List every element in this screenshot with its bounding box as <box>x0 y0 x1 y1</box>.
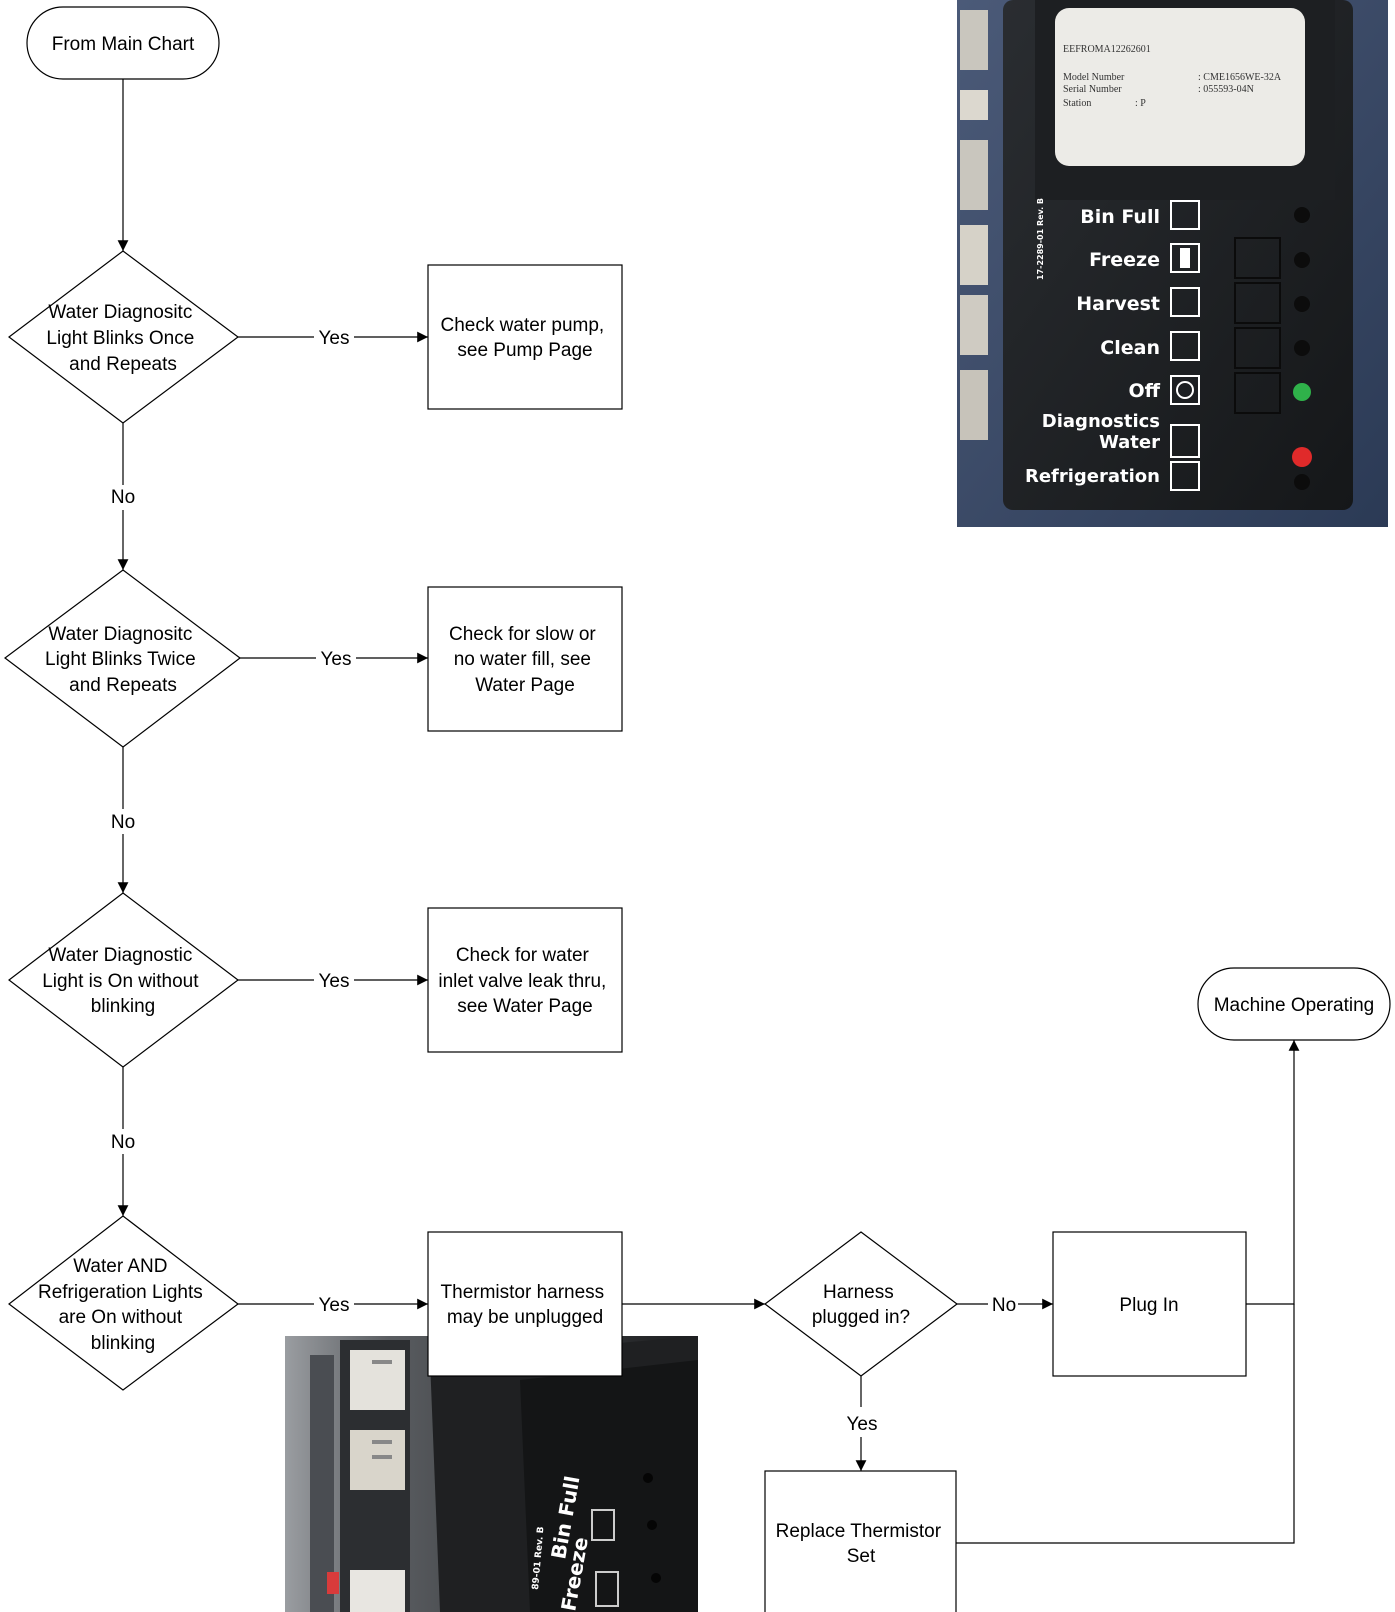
start-line: From Main Chart <box>52 34 195 55</box>
decision-blinks-once-text: Water Diagnositc Light Blinks Once and R… <box>46 302 199 375</box>
led-bin-full <box>1294 207 1310 223</box>
edge-label-yes-4: Yes <box>319 1295 350 1316</box>
led-off-green <box>1293 383 1311 401</box>
led-harvest <box>1294 296 1310 312</box>
decision-line: Water Diagnositc <box>48 624 192 645</box>
start-text: From Main Chart <box>52 34 195 55</box>
end-terminator: Machine Operating <box>1197 967 1391 1041</box>
edge-label-no-harness: No <box>992 1295 1016 1316</box>
decision-line: and Repeats <box>69 354 177 375</box>
decision-line: Water Diagnostic <box>48 945 192 966</box>
edge-label-no-2: No <box>111 812 135 833</box>
decision-line: Water AND <box>73 1256 167 1277</box>
indicator-icons <box>1170 200 1200 491</box>
decision-harness-plugged-in: Harness plugged in? <box>764 1231 958 1377</box>
process-line: may be unplugged <box>447 1307 603 1328</box>
panel-closeup-photo: Bin Full Freeze 89-01 Rev. B <box>285 1336 698 1612</box>
process-check-pump: Check water pump, see Pump Page <box>427 264 623 410</box>
process-line: no water fill, see <box>454 649 591 670</box>
decision-line: Harness <box>823 1282 894 1303</box>
label-line-station: Station <box>1063 98 1091 109</box>
indicator-off: Off <box>1128 380 1160 402</box>
indicator-water: Water <box>1099 432 1160 453</box>
indicator-diagnostics: Diagnostics <box>1042 411 1160 432</box>
process-line: Thermistor harness <box>441 1282 605 1303</box>
decision-blinks-twice: Water Diagnositc Light Blinks Twice and … <box>3 569 241 748</box>
edge-label-yes-3: Yes <box>319 971 350 992</box>
process-plug-in-text: Plug In <box>1119 1295 1178 1316</box>
label-value-serial: : 055593-04N <box>1198 84 1254 95</box>
label-value-station: : P <box>1135 98 1146 109</box>
decision-line: blinking <box>91 996 155 1017</box>
led-clean <box>1294 340 1310 356</box>
indicator-freeze: Freeze <box>1089 249 1160 271</box>
process-replace-thermistor: Replace Thermistor Set <box>764 1470 957 1612</box>
edge-label-yes-2: Yes <box>321 649 352 670</box>
decision-blinks-once: Water Diagnositc Light Blinks Once and R… <box>8 250 240 424</box>
process-line: see Pump Page <box>457 340 592 361</box>
label-line-model: Model Number <box>1063 72 1125 83</box>
decision-line: Refrigeration Lights <box>38 1282 203 1303</box>
control-panel-photo: EEFROMA12262601 Model Number Serial Numb… <box>957 0 1388 527</box>
process-line: Water Page <box>475 675 575 696</box>
indicator-harvest: Harvest <box>1076 293 1160 315</box>
process-line: see Water Page <box>457 996 593 1017</box>
end-line: Machine Operating <box>1214 995 1375 1016</box>
process-line: Set <box>847 1546 876 1567</box>
process-replace-thermistor-text: Replace Thermistor Set <box>776 1521 947 1567</box>
edge-label-yes-harness: Yes <box>847 1414 878 1435</box>
process-thermistor-harness-text: Thermistor harness may be unplugged <box>441 1282 610 1328</box>
label-value-model: : CME1656WE-32A <box>1198 72 1282 83</box>
edge-label-yes-1: Yes <box>319 328 350 349</box>
decision-water-and-refrigeration-text: Water AND Refrigeration Lights are On wi… <box>38 1256 208 1354</box>
process-line: inlet valve leak thru, <box>438 971 606 992</box>
decision-line: Light is On without <box>42 971 199 992</box>
indicator-refrigeration: Refrigeration <box>1025 466 1160 487</box>
flow-edges <box>117 79 1300 1544</box>
decision-line: plugged in? <box>812 1307 910 1328</box>
led-water-red <box>1292 447 1312 467</box>
start-terminator: From Main Chart <box>26 6 220 80</box>
process-line: Plug In <box>1119 1295 1178 1316</box>
process-line: Check water pump, <box>441 315 605 336</box>
process-check-inlet-valve: Check for water inlet valve leak thru, s… <box>427 907 623 1053</box>
panel-part-number: 17-2289-01 Rev. B <box>1036 198 1045 280</box>
process-line: Replace Thermistor <box>776 1521 942 1542</box>
process-check-inlet-valve-text: Check for water inlet valve leak thru, s… <box>438 945 611 1017</box>
panel-buttons <box>1234 237 1281 414</box>
led-refrigeration <box>1294 474 1310 490</box>
decision-line: blinking <box>91 1333 155 1354</box>
decision-line: Light Blinks Twice <box>45 649 196 670</box>
decision-line: Light Blinks Once <box>46 328 194 349</box>
decision-light-on: Water Diagnostic Light is On without bli… <box>8 892 239 1068</box>
process-plug-in: Plug In <box>1052 1231 1247 1377</box>
edge-label-no-3: No <box>111 1132 135 1153</box>
decision-water-and-refrigeration: Water AND Refrigeration Lights are On wi… <box>8 1215 239 1391</box>
process-line: Check for slow or <box>449 624 596 645</box>
decision-blinks-twice-text: Water Diagnositc Light Blinks Twice and … <box>45 624 201 696</box>
decision-line: Water Diagnositc <box>48 302 192 323</box>
label-line-serial-code: EEFROMA12262601 <box>1063 44 1151 55</box>
decision-harness-plugged-in-text: Harness plugged in? <box>812 1282 910 1328</box>
led-freeze <box>1294 252 1310 268</box>
process-check-water-fill-text: Check for slow or no water fill, see Wat… <box>449 624 601 696</box>
decision-line: and Repeats <box>69 675 177 696</box>
process-thermistor-harness: Thermistor harness may be unplugged <box>427 1231 623 1377</box>
label-line-serial: Serial Number <box>1063 84 1122 95</box>
process-check-water-fill: Check for slow or no water fill, see Wat… <box>427 586 623 732</box>
decision-light-on-text: Water Diagnostic Light is On without bli… <box>42 945 204 1017</box>
edge-label-no-1: No <box>111 487 135 508</box>
end-text: Machine Operating <box>1214 995 1375 1016</box>
edge-labels: Yes Yes Yes Yes No No No No Yes <box>111 328 1016 1435</box>
indicator-clean: Clean <box>1100 337 1160 359</box>
decision-line: are On without <box>59 1307 183 1328</box>
process-check-pump-text: Check water pump, see Pump Page <box>441 315 610 361</box>
indicator-bin-full: Bin Full <box>1080 206 1160 228</box>
process-line: Check for water <box>456 945 590 966</box>
